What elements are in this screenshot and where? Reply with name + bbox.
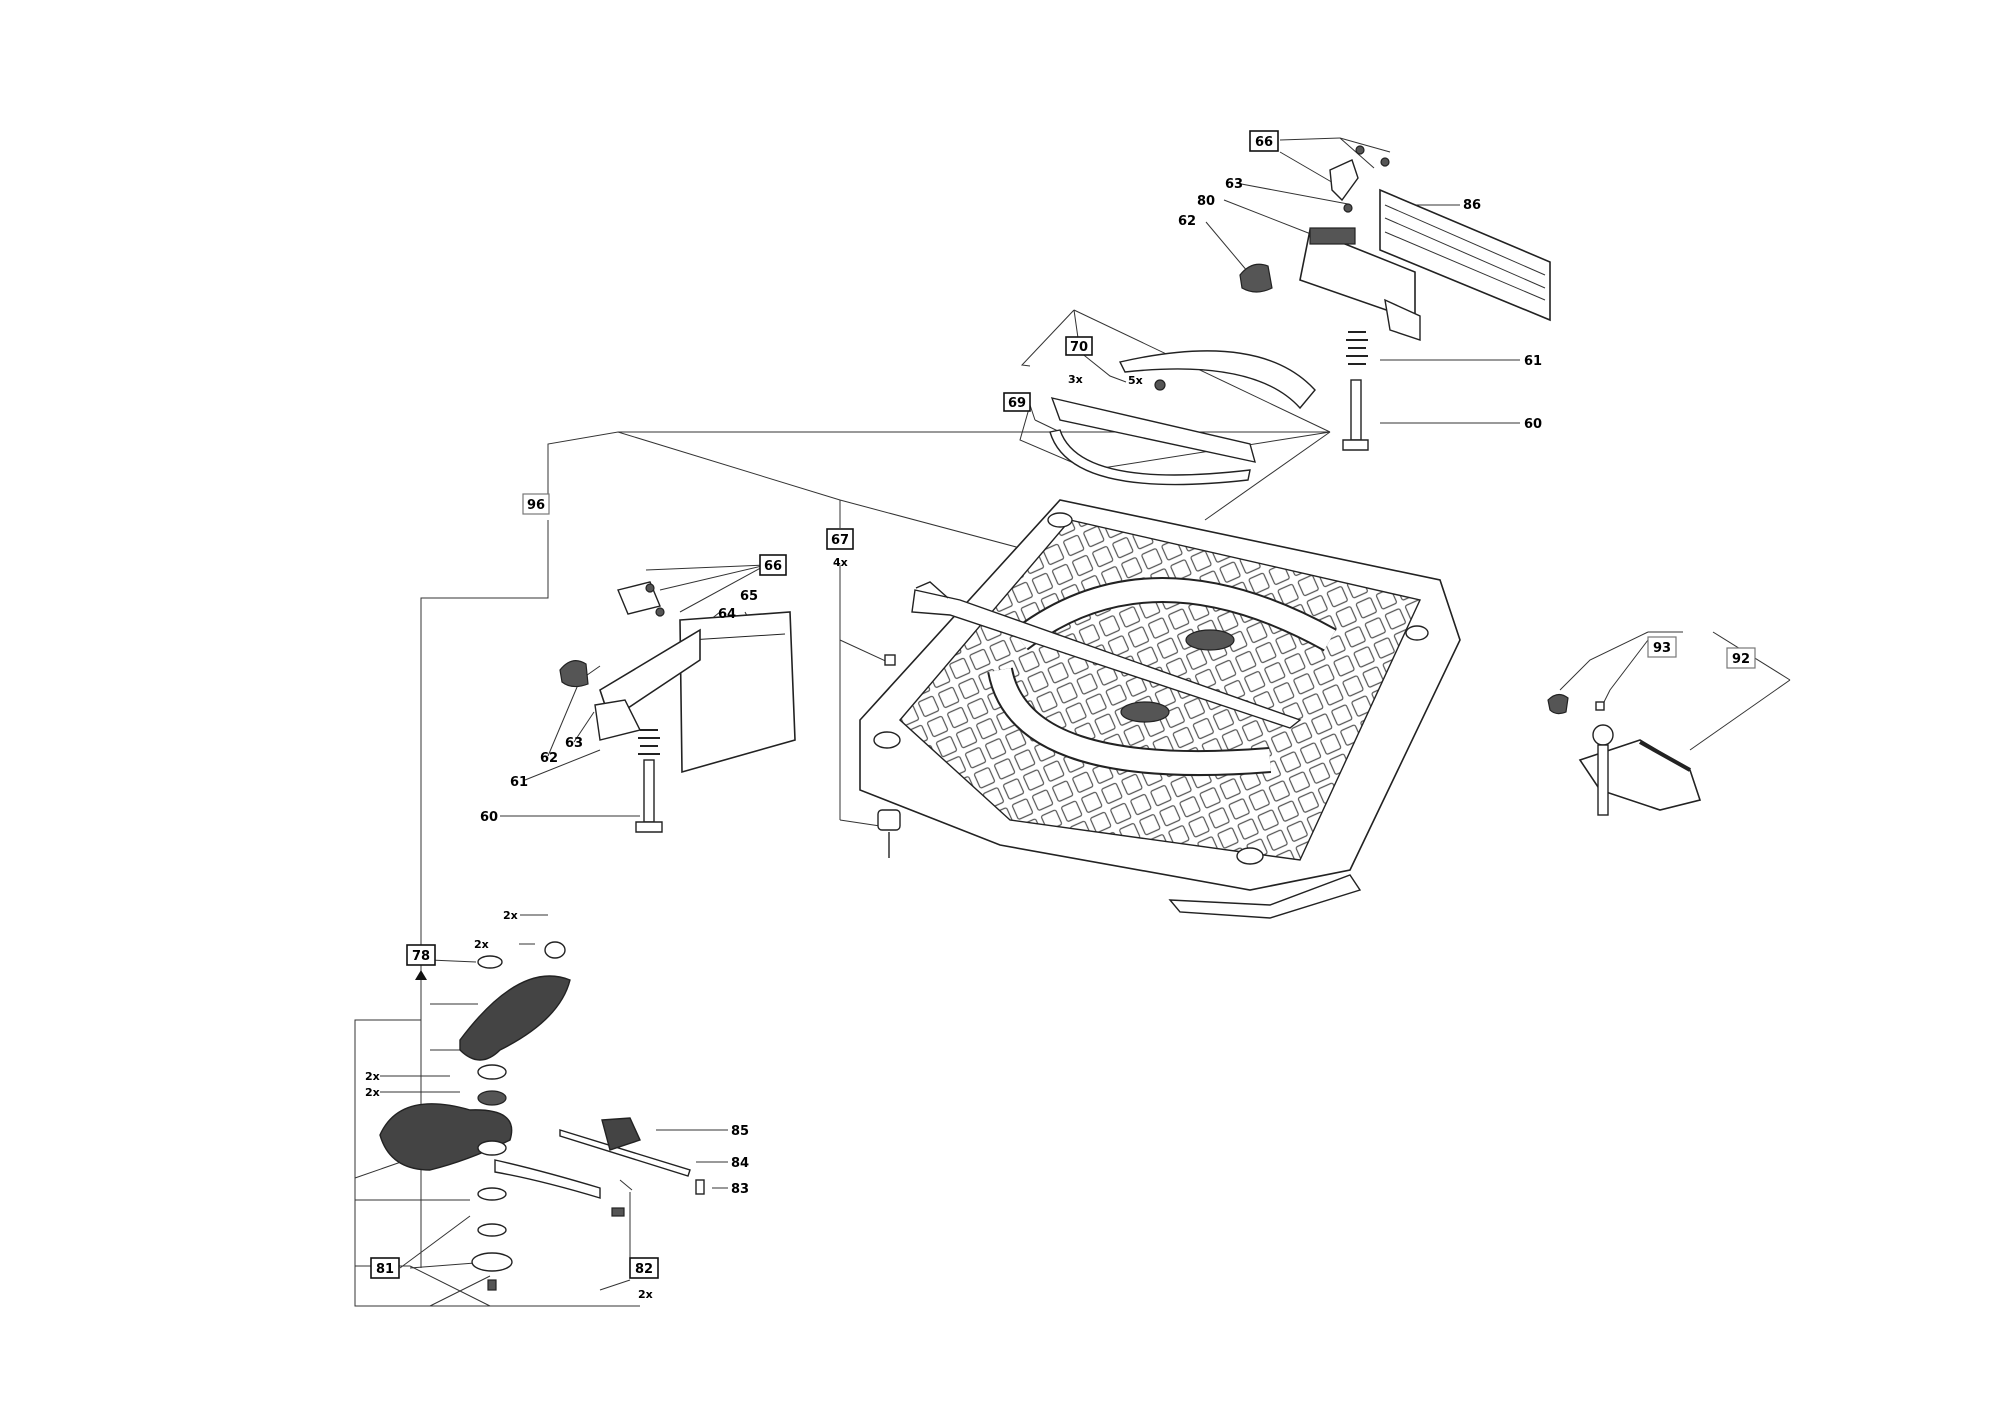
label-69: 69	[1008, 396, 1026, 411]
label-64: 64	[718, 607, 736, 622]
left-fence-assembly	[559, 581, 796, 833]
quantity-labels: 3x 5x 4x 2x 2x 2x 2x 2x	[365, 373, 1143, 1301]
right-fence-assembly	[1239, 145, 1551, 451]
label-65: 65	[740, 589, 758, 604]
qty-3x: 3x	[1068, 373, 1083, 386]
qty-2x-d: 2x	[365, 1086, 380, 1099]
part-numbers: 63 80 62 86 61 60 65 64 63 62 61 60 85 8…	[480, 177, 1542, 1197]
label-92: 92	[1732, 652, 1750, 667]
miter-scale-parts	[1049, 350, 1316, 486]
box-66-left	[759, 554, 787, 576]
box-78	[406, 944, 436, 966]
box-67	[826, 528, 854, 550]
label-85: 85	[731, 1124, 749, 1139]
qty-2x-e: 2x	[638, 1288, 653, 1301]
qty-4x: 4x	[833, 556, 848, 569]
label-60-left: 60	[480, 810, 498, 825]
arrow-up-icon	[415, 970, 427, 980]
label-63-left: 63	[565, 736, 583, 751]
box-92	[1726, 647, 1756, 669]
box-69	[1003, 392, 1031, 412]
box-93	[1647, 636, 1677, 658]
box-96	[522, 493, 550, 515]
clamp-assembly	[1547, 693, 1702, 816]
qty-2x-c: 2x	[365, 1070, 380, 1083]
table-top-assembly	[859, 499, 1461, 919]
lower-lock-assembly	[379, 941, 705, 1291]
label-62-left: 62	[540, 751, 558, 766]
label-81: 81	[376, 1262, 394, 1277]
boxed-labels: 66 70 69 96 67 66 93 92 78 81 82	[370, 130, 1756, 1279]
leader-lines	[354, 137, 1791, 1307]
label-78: 78	[412, 949, 430, 964]
label-63-top: 63	[1225, 177, 1243, 192]
label-70: 70	[1070, 340, 1088, 355]
box-66-top	[1249, 130, 1279, 152]
qty-2x-b: 2x	[474, 938, 489, 951]
qty-2x-a: 2x	[503, 909, 518, 922]
box-82	[629, 1257, 659, 1279]
label-86: 86	[1463, 198, 1481, 213]
box-81	[370, 1257, 400, 1279]
label-67: 67	[831, 533, 849, 548]
qty-5x: 5x	[1128, 374, 1143, 387]
label-80: 80	[1197, 194, 1215, 209]
label-93: 93	[1653, 641, 1671, 656]
label-66-top: 66	[1255, 135, 1273, 150]
label-83: 83	[731, 1182, 749, 1197]
label-60-right: 60	[1524, 417, 1542, 432]
label-61-right: 61	[1524, 354, 1542, 369]
label-61-left: 61	[510, 775, 528, 790]
label-62-top: 62	[1178, 214, 1196, 229]
foot-part	[877, 654, 901, 858]
label-84: 84	[731, 1156, 749, 1171]
label-96: 96	[527, 498, 545, 513]
box-70	[1065, 336, 1093, 356]
label-82: 82	[635, 1262, 653, 1277]
label-66-left: 66	[764, 559, 782, 574]
